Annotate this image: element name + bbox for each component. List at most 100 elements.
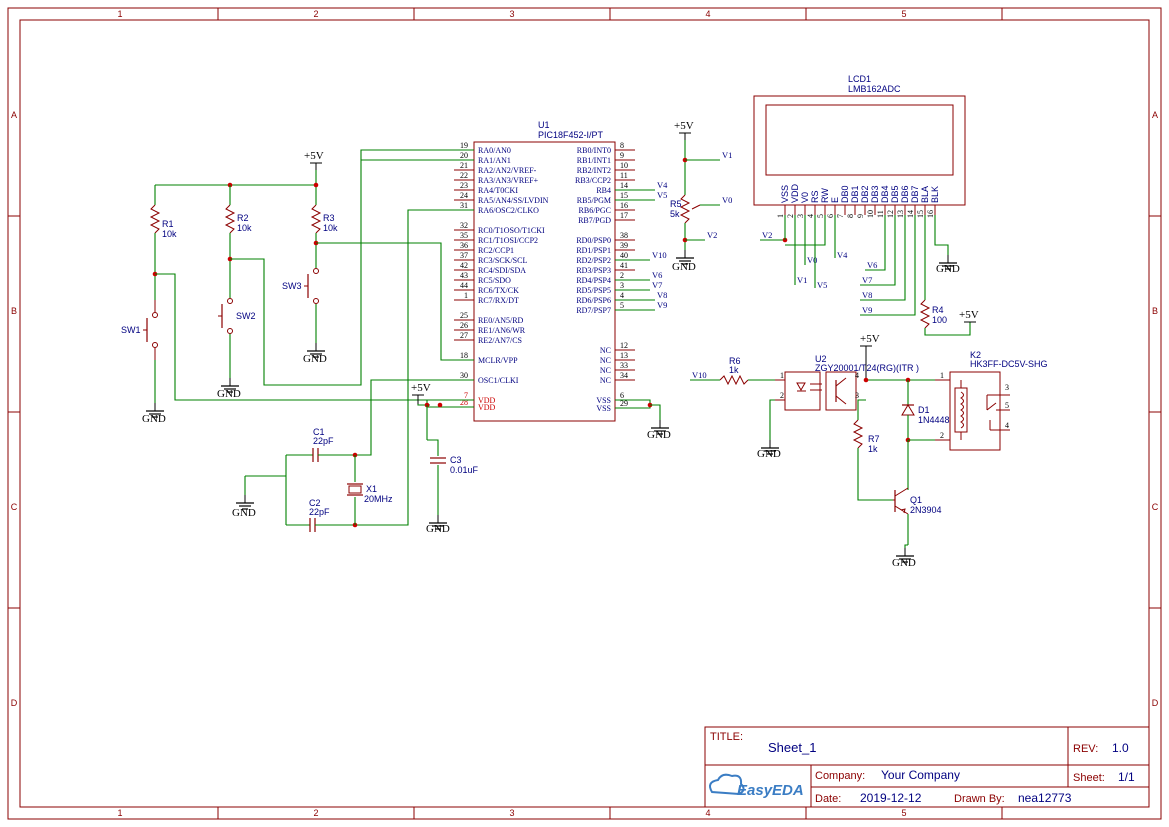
lcd-pin-name: DB7 [910,185,920,203]
vcc-label: +5V [959,309,979,321]
gnd-label: GND [142,413,166,425]
lcd-pin-name: BLA [920,186,930,203]
u1-pin-number: 11 [620,171,628,180]
u1-pin-name: RD4/PSP4 [576,276,611,285]
u1-pin-number: 44 [460,281,468,290]
u1-pin-name: RD1/PSP1 [576,246,611,255]
col-label: 1 [117,808,122,818]
pin-number: 3 [855,391,859,400]
lcd-pin-name: DB2 [860,185,870,203]
u1-pin-number: 22 [460,171,468,180]
u1-pin-name: RC0/T1OSO/T1CKI [478,226,545,235]
u1-pin-number: 13 [620,351,628,360]
lcd-pin-number: 4 [806,214,815,218]
company-value: Your Company [881,768,960,782]
r5-value: 5k [670,209,680,219]
c1-ref: C1 [313,427,325,437]
u1-pin-number: 25 [460,311,468,320]
col-label: 2 [313,9,318,19]
u1-ref: U1 [538,120,550,130]
oscillator-circuit: C1 22pF C2 22pF GND X1 20MHz [232,209,474,532]
lcd-pin-number: 7 [836,214,845,218]
u1-pin-number: 12 [620,341,628,350]
u1-pin-name: RA4/T0CKI [478,186,518,195]
title-block: TITLE: Sheet_1 REV: 1.0 Company: Your Co… [704,726,1150,808]
u1-pin-name: MCLR/VPP [478,356,518,365]
r1-ref: R1 [162,219,174,229]
gnd-label: GND [672,261,696,273]
u1-pin-name: RB3/CCP2 [575,176,611,185]
net-label: V1 [797,275,807,285]
u1-left-pins: 19RA0/AN020RA1/AN121RA2/AN2/VREF-22RA3/A… [454,141,549,412]
drawn-value: nea12773 [1018,791,1072,805]
u1-pin-name: RD3/PSP3 [576,266,611,275]
relay-driver: V10 R6 1k 1 2 4 3 U2 ZGY20001/T24(RG)(IT… [690,333,1048,569]
lcd-pin-number: 12 [886,210,895,218]
u1-pin-number: 14 [620,181,628,190]
u1-pin-number: 21 [460,161,468,170]
lcd-pin-name: DB4 [880,185,890,203]
row-label: A [1152,110,1158,120]
net-label: V4 [837,250,848,260]
lcd-wiring: V2 V1 V0 V5 V4 V6 V7 V8 V9 R4 100 +5V GN… [760,215,979,336]
x1-value: 20MHz [364,494,393,504]
u1-pin-name: RD6/PSP6 [576,296,611,305]
u1-pin-name: RD5/PSP5 [576,286,611,295]
net-label: V8 [862,290,872,300]
lcd-ref: LCD1 [848,74,871,84]
net-label: V0 [807,255,817,265]
u1-pin-number: 1 [464,291,468,300]
u1-pin-name: RE1/AN6/WR [478,326,526,335]
u1-pin-number: 19 [460,141,468,150]
row-label: C [1152,502,1159,512]
r3-value: 10k [323,223,338,233]
u1-pin-number: 8 [620,141,624,150]
vss-ground: GND [615,399,671,441]
u1-pin-name: OSC1/CLKI [478,376,519,385]
u1-pin-number: 20 [460,151,468,160]
u1-pin-name: VDD [478,396,496,405]
q1-part: 2N3904 [910,505,942,515]
u1-pin-number: 42 [460,261,468,270]
u1-pin-name: RC7/RX/DT [478,296,519,305]
title-label: TITLE: [710,731,743,743]
lcd-pin-number: 1 [776,214,785,218]
col-label: 4 [705,9,710,19]
u1-pin-number: 17 [620,211,628,220]
u1-right-pins: 8RB0/INT09RB1/INT110RB2/INT211RB3/CCP214… [575,141,635,413]
gnd-label: GND [892,557,916,569]
gnd-label: GND [303,353,327,365]
u1-pin-name: RB2/INT2 [577,166,611,175]
u1-pin-number: 37 [460,251,468,260]
sheet-label: Sheet: [1073,772,1105,784]
u1-pin-number: 6 [620,391,624,400]
net-label: V9 [862,305,872,315]
gnd-label: GND [936,263,960,275]
u1-pin-name: RC2/CCP1 [478,246,514,255]
pin-number: 1 [780,371,784,380]
easyeda-logo: EasyEDA [709,773,804,799]
lcd-pin-name: BLK [930,186,940,203]
u1-pin-number: 30 [460,371,468,380]
lcd-pin-number: 15 [916,210,925,218]
u2-part: ZGY20001/T24(RG)(ITR ) [815,363,919,373]
u1-pin-number: 23 [460,181,468,190]
lcd-pin-name: VSS [780,185,790,203]
lcd-pin-number: 3 [796,214,805,218]
u1-pin-name: RD2/PSP2 [576,256,611,265]
u1-pin-name: RC6/TX/CK [478,286,519,295]
x1-ref: X1 [366,484,377,494]
col-label: 3 [509,9,514,19]
r2-ref: R2 [237,213,249,223]
u1-pin-number: 28 [460,398,468,407]
lcd-pin-number: 14 [906,210,915,218]
gnd-label: GND [426,523,450,535]
k2-ref: K2 [970,350,981,360]
pin-number: 5 [1005,401,1009,410]
col-label: 5 [901,9,906,19]
row-label: B [1152,306,1158,316]
u1-pin-name: RB5/PGM [577,196,611,205]
u1-pin-number: 16 [620,201,628,210]
d1-part: 1N4448 [918,415,950,425]
vcc-label: +5V [304,150,324,162]
